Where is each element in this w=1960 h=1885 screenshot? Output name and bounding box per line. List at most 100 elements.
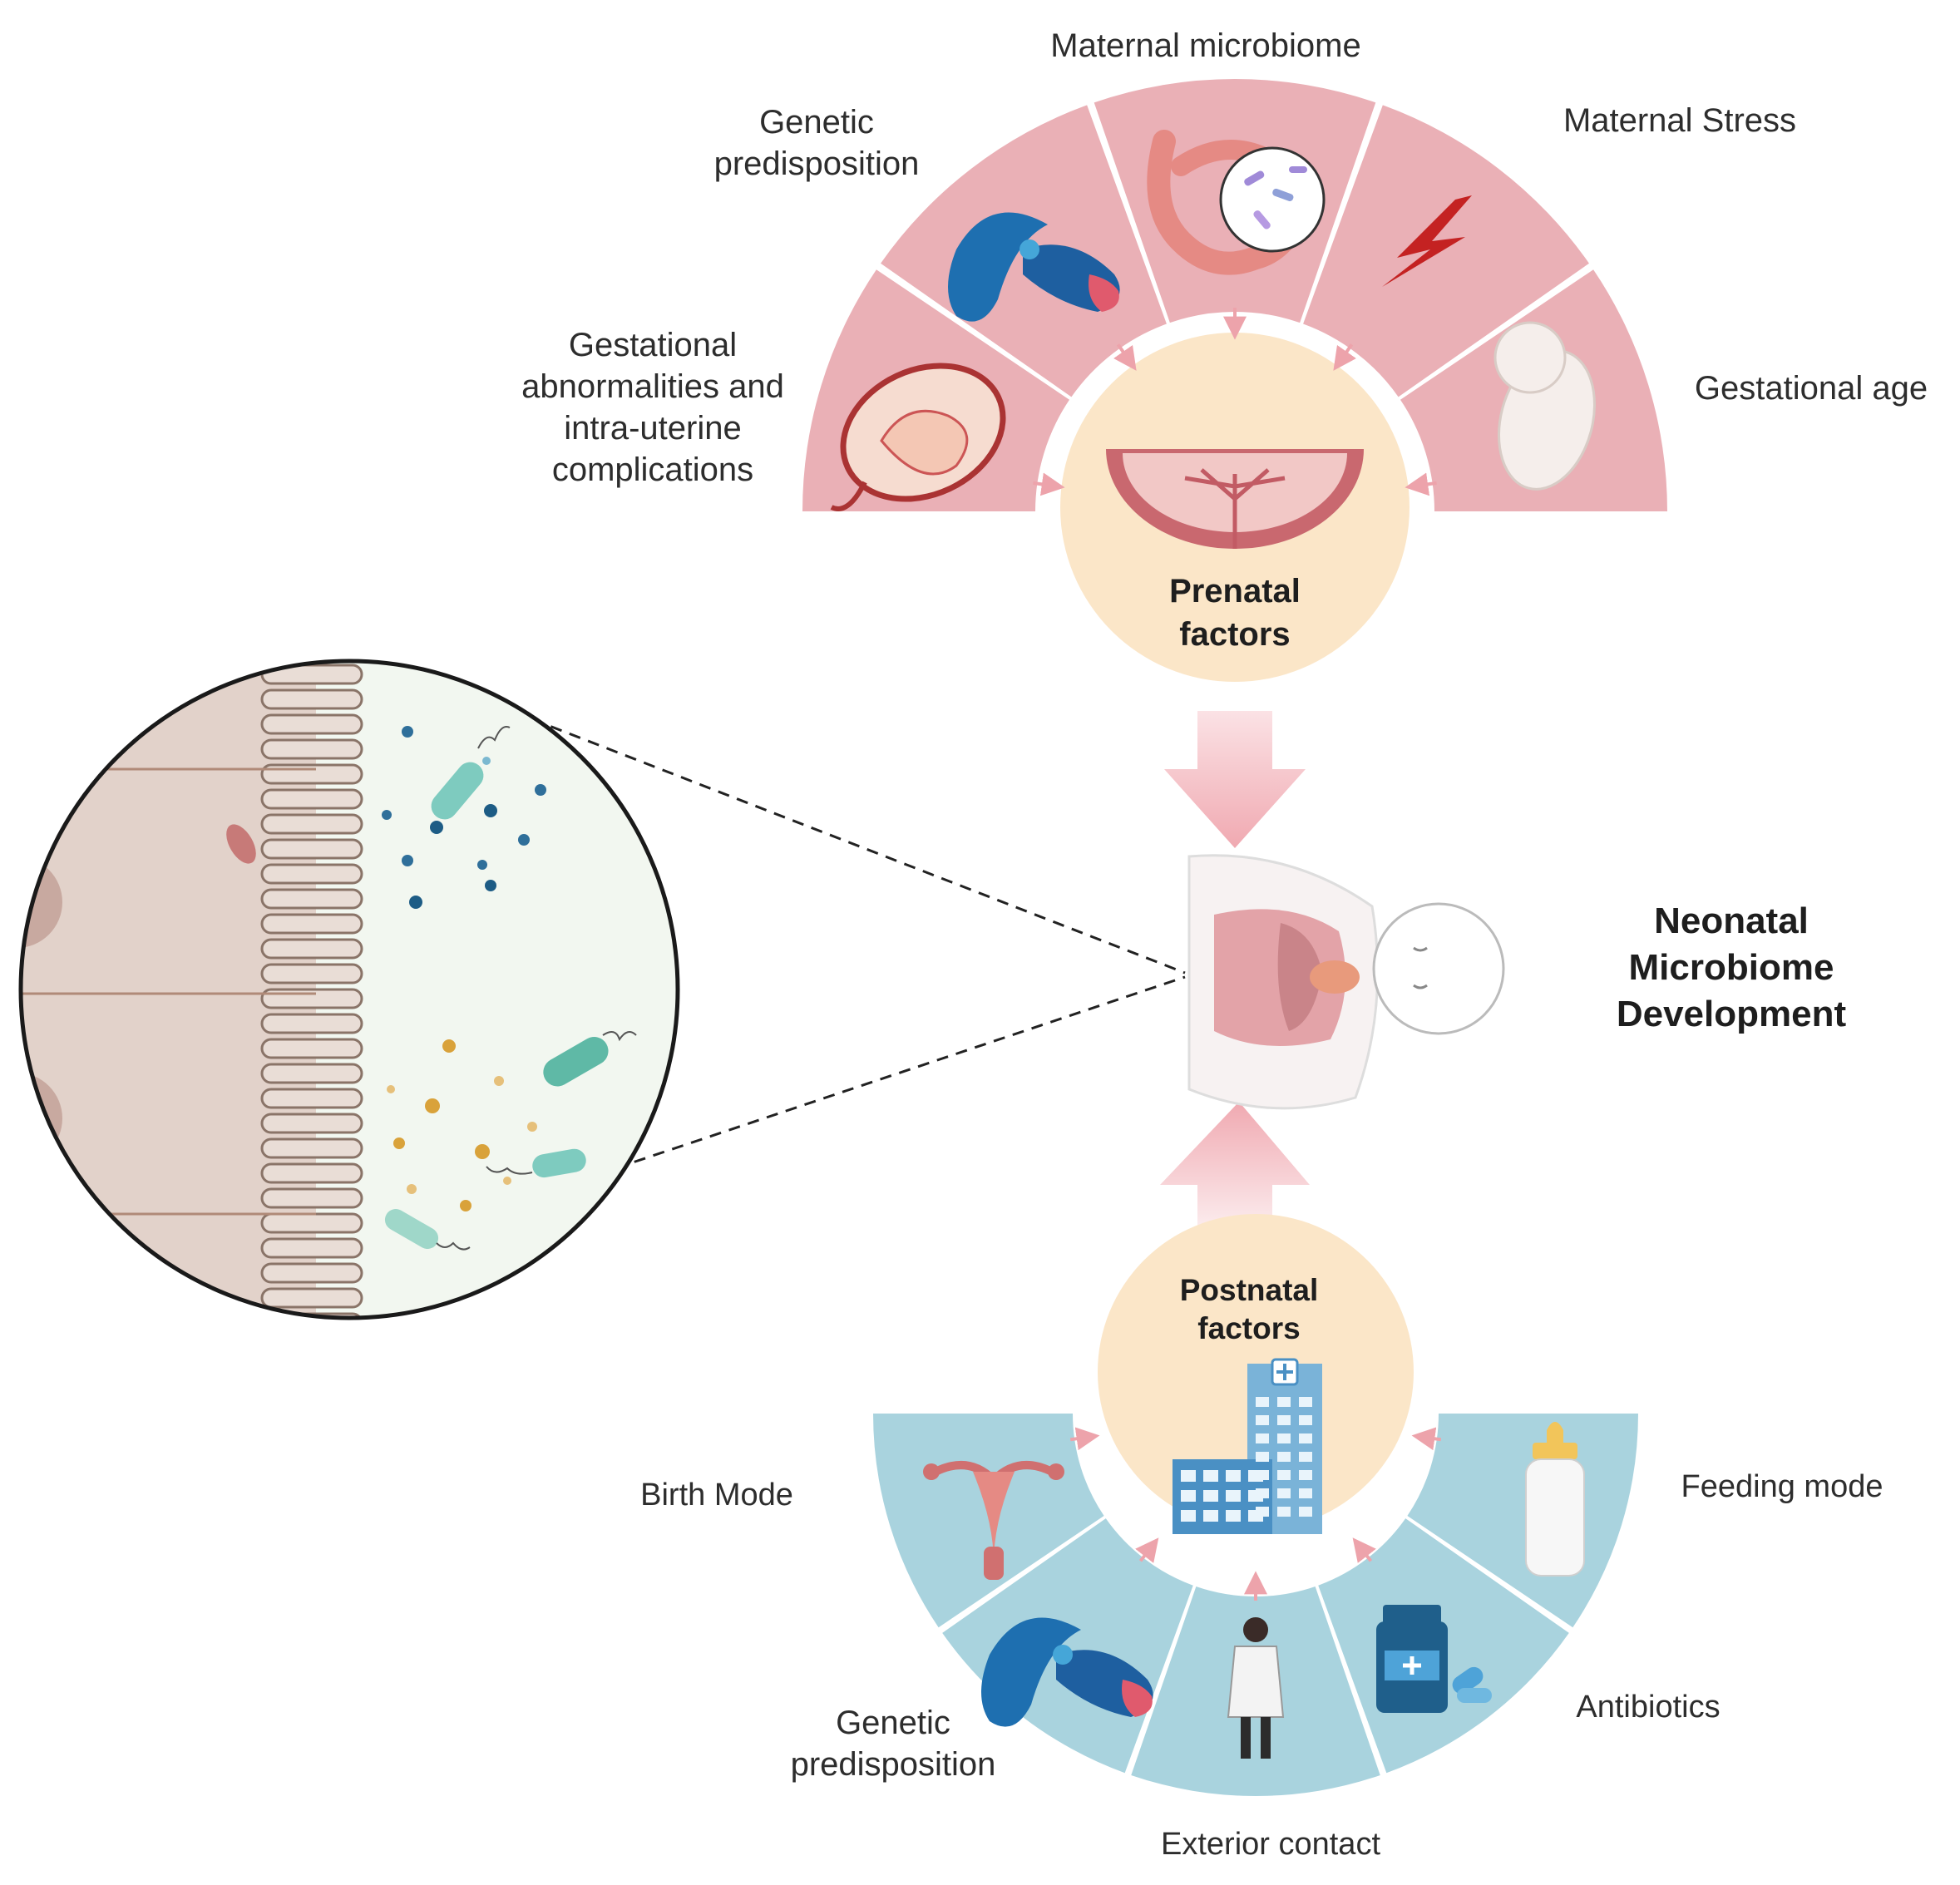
uterus-icon [923, 1461, 1064, 1580]
microbe-dot [482, 757, 491, 765]
microbe-dot [402, 726, 413, 738]
hospital-window [1256, 1433, 1269, 1443]
microbe-dot [425, 1098, 440, 1113]
hospital-window [1181, 1510, 1196, 1522]
bacteria-icons [384, 726, 637, 1251]
villus [260, 963, 363, 984]
villus [260, 913, 363, 935]
baby-bottle-icon [1525, 1422, 1585, 1577]
hospital-window [1277, 1470, 1291, 1480]
hospital-window [1277, 1452, 1291, 1462]
hospital-window [1181, 1490, 1196, 1502]
hospital-window [1277, 1433, 1291, 1443]
label-gestational-abnormalities-line3: intra-uterine [564, 410, 741, 447]
postnatal-arc [873, 1414, 1638, 1796]
microbe-dot [442, 1039, 456, 1053]
postnatal-arrow-2 [1135, 1537, 1159, 1563]
hospital-window [1277, 1488, 1291, 1498]
label-gestational-abnormalities-line2: abnormalities and [521, 368, 784, 405]
villus [260, 1162, 363, 1184]
microbe-dot [484, 804, 497, 817]
hospital-window [1248, 1470, 1263, 1482]
fetus-icon [1493, 321, 1597, 491]
microbe-dot [503, 1177, 511, 1185]
prenatal-center-line1: Prenatal [1169, 573, 1301, 609]
neonate-illustration [1187, 854, 1505, 1110]
label-maternal-microbiome: Maternal microbiome [1050, 27, 1360, 64]
hospital-window [1248, 1510, 1263, 1522]
villus [260, 788, 363, 810]
villus [260, 888, 363, 910]
chromosome-icon [948, 212, 1120, 322]
microbe-dot [460, 1200, 471, 1211]
villus [260, 713, 363, 735]
villus [260, 1212, 363, 1234]
microbe-dot [407, 1184, 417, 1194]
villus [260, 738, 363, 760]
doctor-icon [1227, 1617, 1285, 1759]
villus [260, 1113, 363, 1134]
prenatal-center: Prenatal factors [1060, 333, 1410, 682]
hospital-window [1256, 1397, 1269, 1407]
hospital-window [1226, 1470, 1241, 1482]
zoom-connector-bottom [615, 975, 1186, 1170]
hospital-icon [1173, 1358, 1322, 1534]
label-prenatal-genetic-line2: predisposition [714, 146, 920, 182]
villus [260, 688, 363, 710]
microbe-dot [475, 1144, 490, 1159]
villus [260, 1063, 363, 1084]
villus [260, 1013, 363, 1034]
gut-lining-zoom [18, 659, 1186, 1320]
microbe-dot [518, 834, 530, 846]
prenatal-center-line2: factors [1179, 616, 1290, 653]
microbe-dot [409, 896, 422, 909]
microbe-dot [477, 860, 487, 870]
prenatal-arc [802, 79, 1667, 511]
microbe-dot [393, 1137, 405, 1149]
microbe-dot [527, 1122, 537, 1132]
microbe-dot [535, 784, 546, 796]
hospital-window [1299, 1470, 1312, 1480]
villus [260, 1137, 363, 1159]
villus [260, 938, 363, 960]
microbe-dot [382, 810, 392, 820]
villus [260, 1262, 363, 1284]
medicine-bottle-icon [1376, 1605, 1448, 1713]
baby-head [1372, 902, 1505, 1035]
neonatal-title-line3: Development [1617, 994, 1847, 1034]
hospital-window [1248, 1490, 1263, 1502]
segment-maternal-stress [1303, 105, 1589, 397]
lightning-bolt-icon [1382, 195, 1472, 287]
neonatal-title-line1: Neonatal [1654, 901, 1809, 941]
prenatal-arrow-1 [1033, 472, 1065, 496]
bacteria-circle-icon [1219, 146, 1326, 253]
microbe-particles [382, 726, 546, 1211]
postnatal-arrow-1 [1069, 1427, 1100, 1451]
postnatal-center-line2: factors [1197, 1311, 1300, 1345]
label-gestational-abnormalities-line1: Gestational [569, 327, 737, 363]
hospital-window [1299, 1488, 1312, 1498]
hospital-window [1256, 1452, 1269, 1462]
postnatal-center-line1: Postnatal [1180, 1273, 1319, 1307]
pill-capsule-icon [1452, 1666, 1492, 1703]
hospital-window [1277, 1507, 1291, 1517]
neonatal-title-line2: Microbiome [1629, 947, 1834, 988]
label-antibiotics: Antibiotics [1576, 1690, 1720, 1725]
villus [260, 1187, 363, 1209]
arrow-down-to-neonate [1164, 711, 1306, 848]
womb-fetus-icon [830, 363, 1006, 511]
label-gestational-abnormalities-line4: complications [552, 452, 753, 488]
hospital-window [1299, 1507, 1312, 1517]
hospital-window [1226, 1490, 1241, 1502]
villus [260, 1287, 363, 1309]
postnatal-labels: Birth Mode Genetic predisposition Exteri… [640, 1469, 1883, 1862]
chromosome-icon-postnatal [981, 1617, 1153, 1727]
prenatal-arrow-5 [1405, 472, 1437, 496]
hospital-window [1299, 1433, 1312, 1443]
hospital-window [1277, 1415, 1291, 1425]
label-birth-mode: Birth Mode [640, 1478, 793, 1512]
villus [260, 1237, 363, 1259]
microbe-dot [387, 1085, 395, 1093]
hospital-window [1299, 1452, 1312, 1462]
